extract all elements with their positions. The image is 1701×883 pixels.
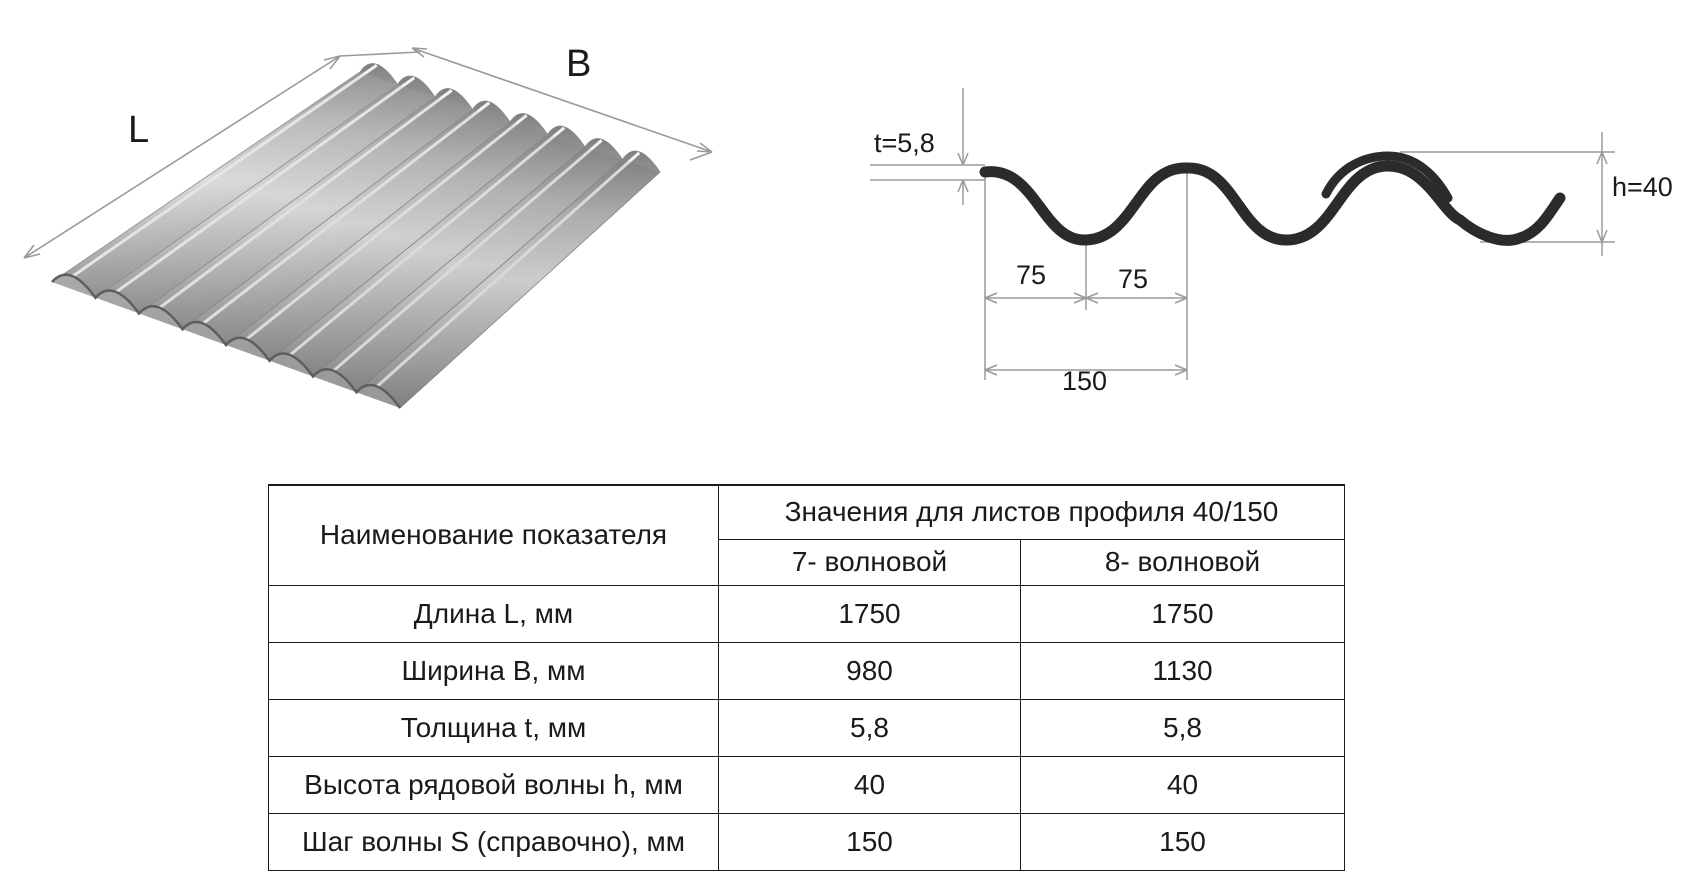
row-name: Ширина B, мм xyxy=(268,641,719,700)
row-name: Высота рядовой волны h, мм xyxy=(268,755,719,814)
row-value-8: 1750 xyxy=(1020,584,1345,643)
row-value-7: 150 xyxy=(718,812,1021,871)
row-value-7: 5,8 xyxy=(718,698,1021,757)
table-row: Ширина B, мм 980 1130 xyxy=(268,641,1345,700)
row-name: Длина L, мм xyxy=(268,584,719,643)
wave-profile-overlap xyxy=(1321,151,1453,203)
row-value-8: 150 xyxy=(1020,812,1345,871)
half-pitch-left-label: 75 xyxy=(1016,260,1046,290)
thickness-label: t=5,8 xyxy=(874,128,935,158)
row-value-7: 980 xyxy=(718,641,1021,700)
row-value-8: 1130 xyxy=(1020,641,1345,700)
length-label: L xyxy=(128,109,149,151)
header-group: Значения для листов профиля 40/150 xyxy=(718,484,1345,540)
table-row: Шаг волны S (справочно), мм 150 150 xyxy=(268,812,1345,871)
thickness-dimension xyxy=(870,88,985,205)
wave-profile-diagram: t=5,8 h=40 75 75 150 xyxy=(870,88,1673,396)
pitch-label: 150 xyxy=(1062,366,1107,396)
header-name: Наименование показателя xyxy=(268,484,719,586)
sheet-body xyxy=(51,63,661,409)
row-value-8: 5,8 xyxy=(1020,698,1345,757)
header-col-8: 8- волновой xyxy=(1020,538,1345,586)
pitch-dimension xyxy=(984,364,1188,376)
specification-table: Наименование показателя Значения для лис… xyxy=(268,484,1345,871)
length-dimension xyxy=(23,51,421,259)
half-pitch-dimension xyxy=(984,292,1188,304)
row-value-8: 40 xyxy=(1020,755,1345,814)
table-row: Толщина t, мм 5,8 5,8 xyxy=(268,698,1345,757)
corrugated-sheet-diagram: L B xyxy=(23,43,713,409)
width-label: B xyxy=(566,43,591,85)
wave-profile xyxy=(979,160,1566,246)
row-name: Толщина t, мм xyxy=(268,698,719,757)
table-row: Длина L, мм 1750 1750 xyxy=(268,584,1345,643)
row-name: Шаг волны S (справочно), мм xyxy=(268,812,719,871)
row-value-7: 40 xyxy=(718,755,1021,814)
sheet-front-edge xyxy=(51,273,402,409)
width-dimension xyxy=(411,47,713,161)
height-label: h=40 xyxy=(1612,172,1673,202)
table-row: Высота рядовой волны h, мм 40 40 xyxy=(268,755,1345,814)
header-col-7: 7- волновой xyxy=(718,538,1021,586)
half-pitch-right-label: 75 xyxy=(1118,264,1148,294)
row-value-7: 1750 xyxy=(718,584,1021,643)
